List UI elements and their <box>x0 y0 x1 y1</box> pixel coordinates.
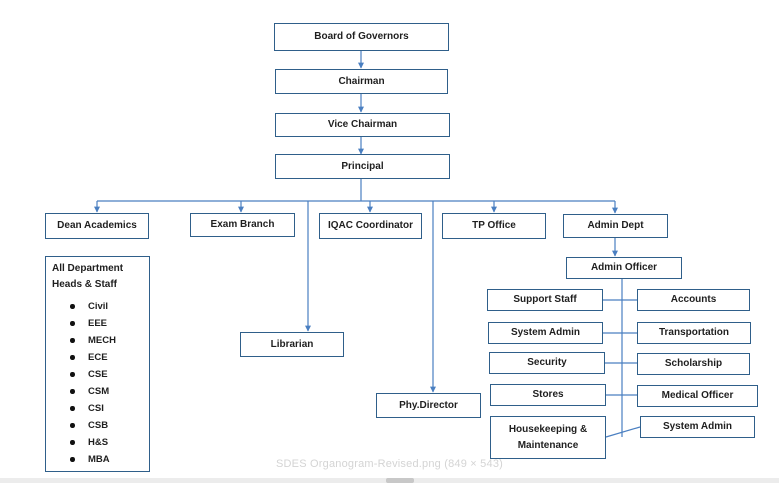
system-admin-right-box: System Admin <box>640 416 755 438</box>
scrollbar-thumb[interactable] <box>386 478 414 483</box>
transportation-label: Transportation <box>658 327 729 338</box>
tp-office-label: TP Office <box>472 220 516 231</box>
housekeeping-label-line-1: Housekeeping & <box>508 423 588 435</box>
librarian-box: Librarian <box>240 332 344 357</box>
departments-list: Civil EEE MECH ECE CSE CSM CSI CSB H&S M… <box>52 298 116 468</box>
system-admin-label: System Admin <box>510 327 581 338</box>
department-item: EEE <box>70 315 116 332</box>
housekeeping-box: Housekeeping & Maintenance <box>490 416 606 459</box>
department-item: H&S <box>70 434 116 451</box>
stores-label: Stores <box>532 389 564 400</box>
departments-title: All Department Heads & Staff <box>52 261 123 292</box>
iqac-coordinator-label: IQAC Coordinator <box>328 220 413 231</box>
departments-box: All Department Heads & Staff Civil EEE M… <box>45 256 150 472</box>
dean-academics-label: Dean Academics <box>57 220 137 231</box>
scholarship-box: Scholarship <box>637 353 750 375</box>
support-staff-box: Support Staff <box>487 289 603 311</box>
department-item: CSM <box>70 383 116 400</box>
admin-dept-box: Admin Dept <box>563 214 668 238</box>
department-item: ECE <box>70 349 116 366</box>
admin-dept-label: Admin Dept <box>587 220 644 231</box>
librarian-label: Librarian <box>270 338 314 350</box>
transportation-box: Transportation <box>637 322 751 344</box>
department-item: CSB <box>70 417 116 434</box>
principal-label: Principal <box>341 160 384 172</box>
board-of-governors-label: Board of Governors <box>314 31 409 42</box>
stores-box: Stores <box>490 384 606 406</box>
support-staff-label: Support Staff <box>513 294 577 305</box>
board-of-governors-box: Board of Governors <box>274 23 449 51</box>
departments-title-line-2: Heads & Staff <box>52 278 118 290</box>
department-item: Civil <box>70 298 116 315</box>
security-box: Security <box>489 352 605 374</box>
department-item: CSI <box>70 400 116 417</box>
department-item: MBA <box>70 451 116 468</box>
tp-office-box: TP Office <box>442 213 546 239</box>
vice-chairman-box: Vice Chairman <box>275 113 450 137</box>
accounts-box: Accounts <box>637 289 750 311</box>
phy-director-box: Phy.Director <box>376 393 481 418</box>
exam-branch-box: Exam Branch <box>190 213 295 237</box>
principal-box: Principal <box>275 154 450 179</box>
accounts-label: Accounts <box>670 294 717 305</box>
departments-title-line-1: All Department <box>52 263 124 274</box>
security-label: Security <box>527 357 567 368</box>
scholarship-label: Scholarship <box>664 358 723 369</box>
chairman-box: Chairman <box>275 69 448 94</box>
medical-officer-label: Medical Officer <box>661 390 734 401</box>
department-item: CSE <box>70 366 116 383</box>
admin-officer-box: Admin Officer <box>566 257 682 279</box>
system-admin-right-label: System Admin <box>662 421 733 432</box>
admin-officer-label: Admin Officer <box>590 262 658 273</box>
medical-officer-box: Medical Officer <box>637 385 758 407</box>
housekeeping-label-line-2: Maintenance <box>517 439 579 451</box>
iqac-coordinator-box: IQAC Coordinator <box>319 213 422 239</box>
phy-director-label: Phy.Director <box>399 399 458 411</box>
chairman-label: Chairman <box>338 75 385 87</box>
vice-chairman-label: Vice Chairman <box>327 119 398 130</box>
image-caption: SDES Organogram-Revised.png (849 × 543) <box>276 458 503 470</box>
department-item: MECH <box>70 332 116 349</box>
exam-branch-label: Exam Branch <box>210 219 275 230</box>
dean-academics-box: Dean Academics <box>45 213 149 239</box>
system-admin-box: System Admin <box>488 322 603 344</box>
